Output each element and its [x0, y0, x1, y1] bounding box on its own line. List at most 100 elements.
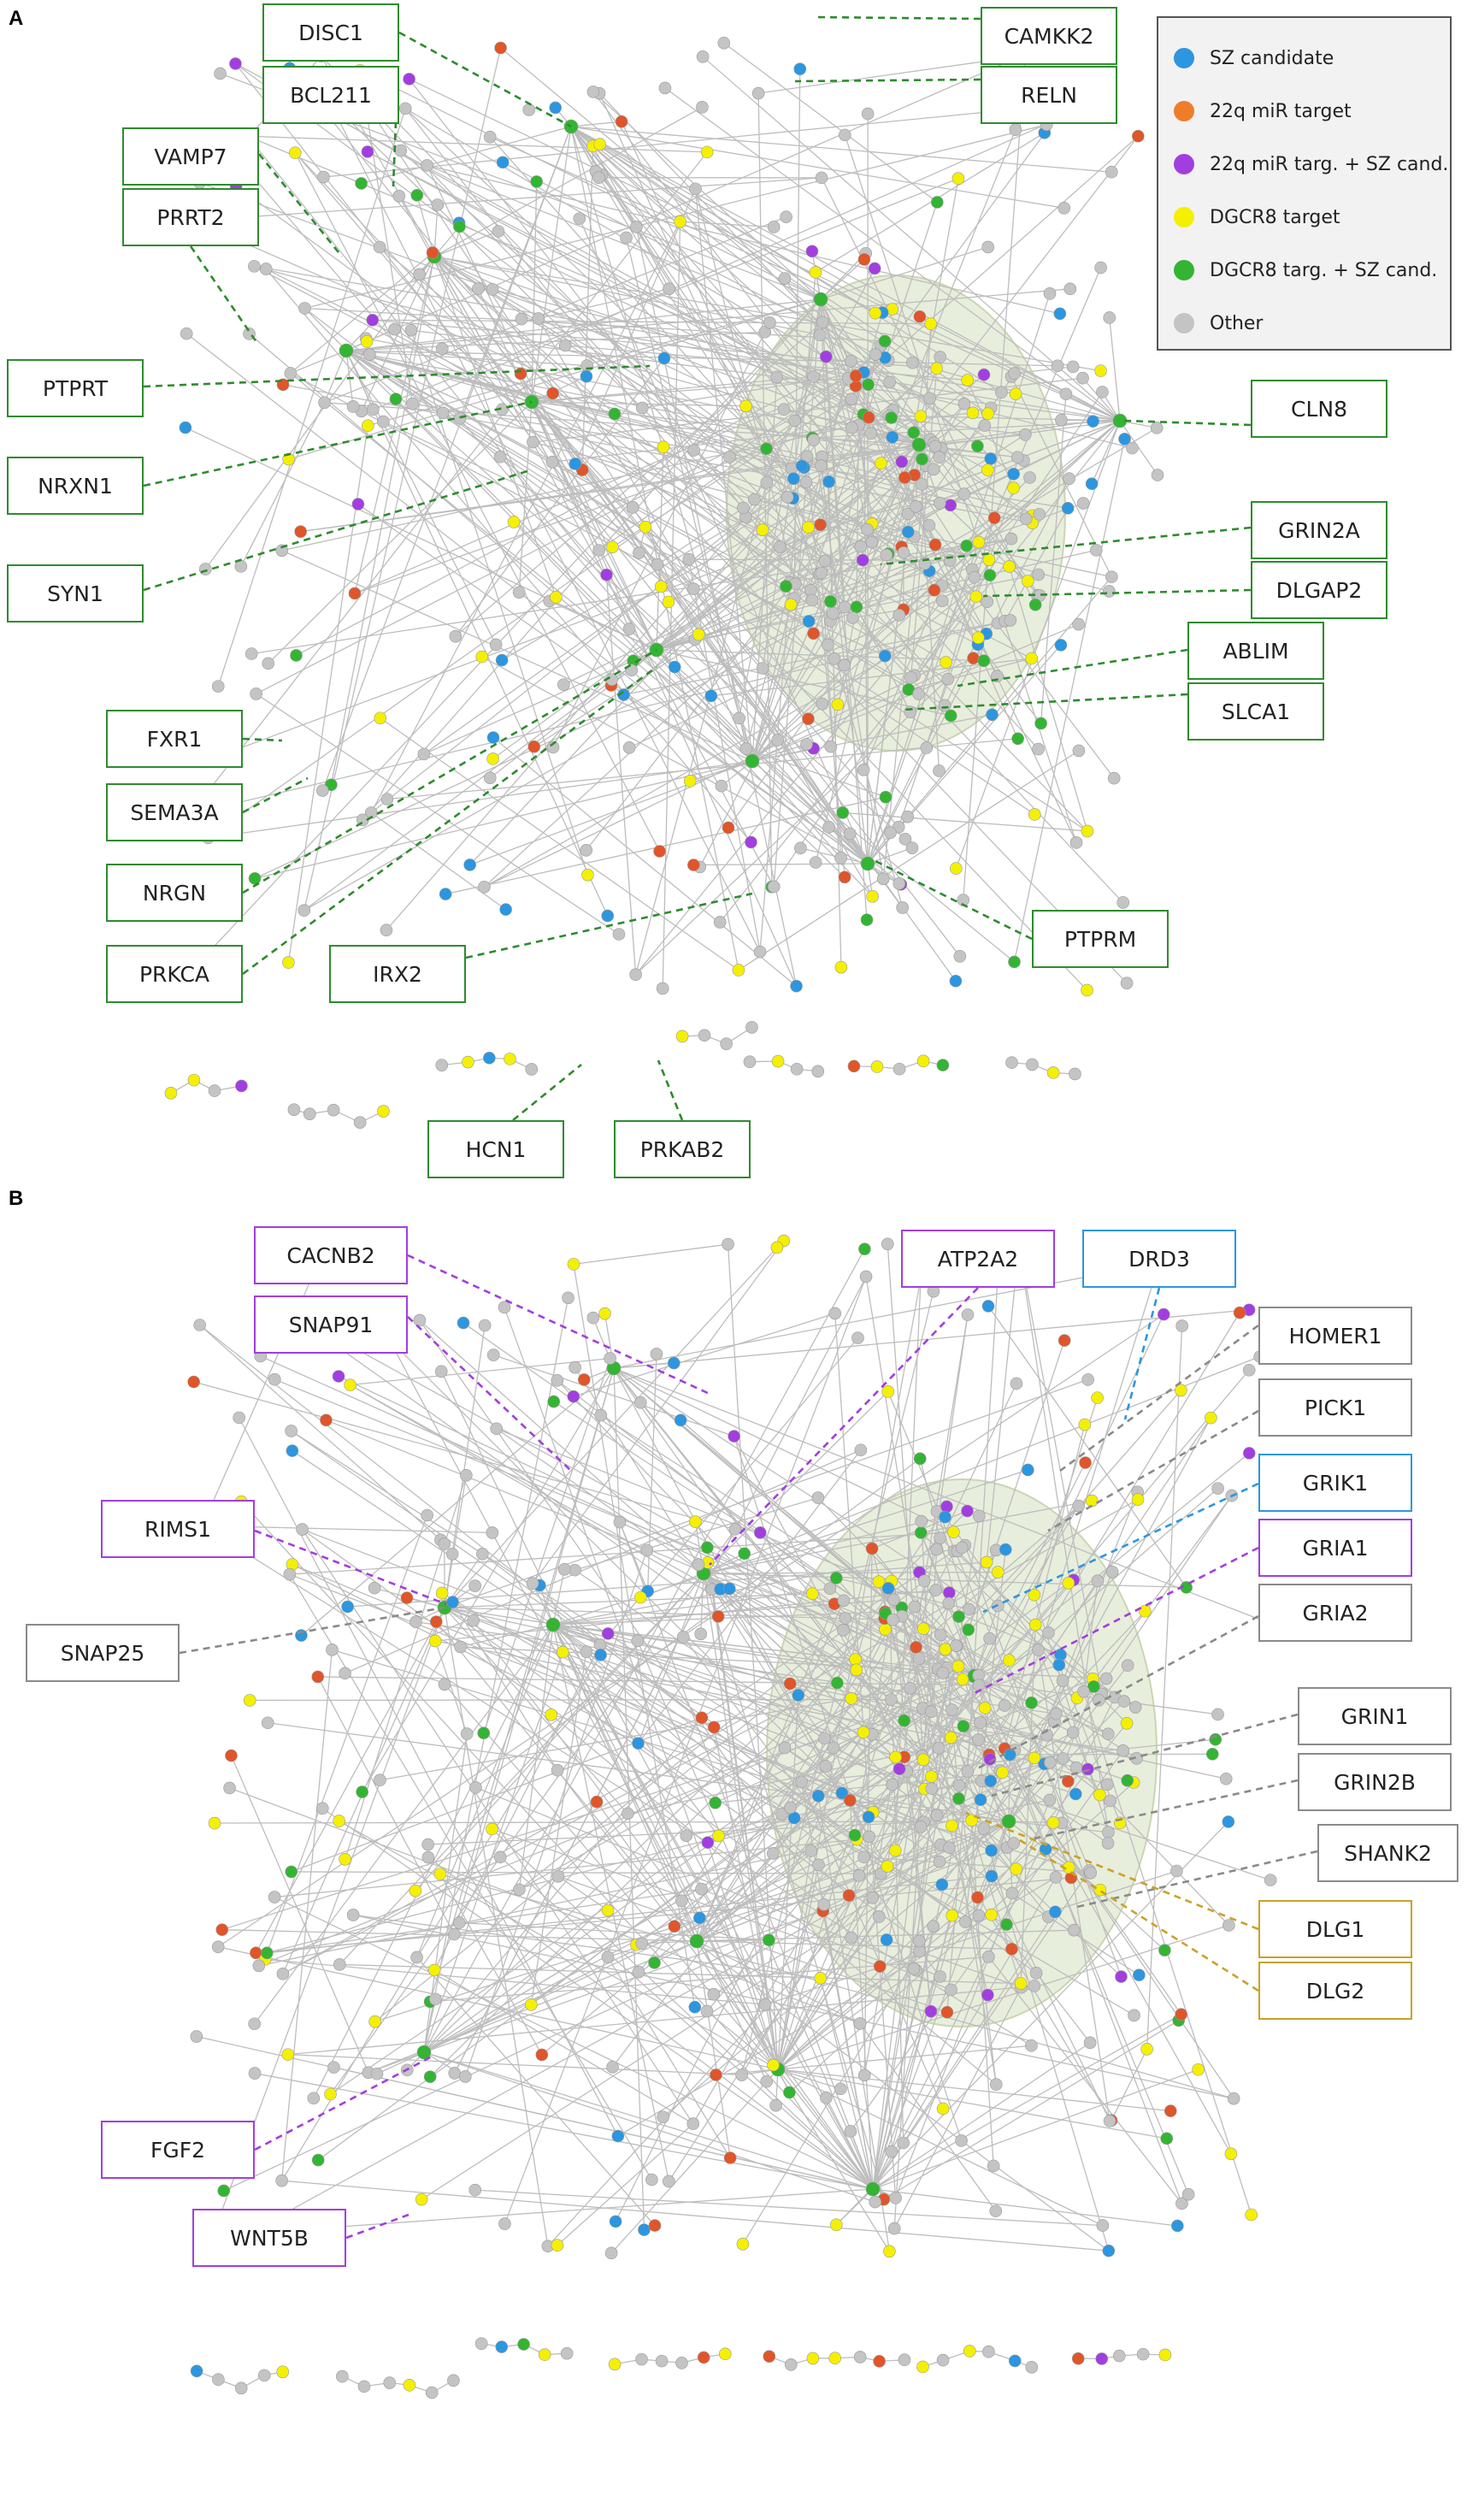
- network-node: [850, 600, 863, 614]
- network-edge: [668, 1776, 932, 2182]
- network-node: [468, 2183, 482, 2197]
- network-node: [244, 647, 258, 660]
- network-edge: [1008, 1665, 1128, 1822]
- network-edge: [345, 350, 1027, 520]
- network-node: [421, 1850, 435, 1864]
- network-node: [1032, 568, 1046, 581]
- network-edge: [656, 549, 1097, 651]
- network-edge: [531, 401, 657, 651]
- network-node: [712, 1829, 725, 1843]
- network-node: [952, 1779, 966, 1792]
- network-node: [429, 1615, 443, 1628]
- network-node: [429, 1992, 442, 2006]
- gene-label-nrxn1: NRXN1: [7, 457, 144, 515]
- network-node: [517, 2338, 530, 2351]
- network-node: [527, 740, 541, 753]
- network-node: [525, 1063, 539, 1076]
- network-node: [1028, 598, 1042, 611]
- network-edge: [281, 1650, 333, 2181]
- network-node: [1103, 311, 1116, 324]
- network-node: [802, 615, 816, 628]
- network-node: [469, 1781, 482, 1794]
- network-edge: [444, 1607, 716, 1803]
- network-node: [902, 525, 915, 539]
- network-node: [187, 1073, 201, 1087]
- nodes-a: [164, 36, 1164, 1129]
- network-node: [873, 2355, 886, 2368]
- network-node: [435, 342, 449, 356]
- network-node: [1056, 1674, 1069, 1687]
- network-node: [248, 2067, 262, 2080]
- network-node: [394, 144, 408, 157]
- network-node: [1264, 1874, 1277, 1886]
- network-node: [1043, 287, 1057, 300]
- network-node: [777, 403, 791, 416]
- network-node: [839, 1612, 852, 1625]
- network-edge: [380, 1687, 910, 1781]
- network-node: [860, 913, 874, 926]
- network-node: [377, 1105, 390, 1118]
- network-node: [780, 210, 792, 224]
- network-node: [439, 888, 452, 900]
- network-node: [829, 2218, 843, 2232]
- network-edge: [1013, 439, 1126, 963]
- network-edge: [613, 1367, 1017, 1870]
- legend-label: DGCR8 target: [1210, 206, 1340, 228]
- network-node: [928, 538, 942, 552]
- network-edge: [832, 354, 876, 614]
- gene-label-grin2b: GRIN2B: [1298, 1753, 1452, 1811]
- network-node: [835, 1786, 849, 1800]
- network-node: [611, 2129, 625, 2143]
- network-edge: [496, 1428, 704, 1574]
- network-node: [881, 1385, 895, 1398]
- network-node: [1025, 1697, 1038, 1709]
- network-edge: [613, 1367, 645, 2230]
- label-connector: [974, 1614, 1259, 1772]
- label-connector: [974, 1546, 1259, 1695]
- network-node: [718, 2347, 732, 2361]
- network-edge: [474, 2189, 1103, 2227]
- network-edge: [359, 69, 822, 300]
- network-edge: [412, 100, 1099, 404]
- network-node: [943, 1841, 956, 1855]
- network-edge: [710, 658, 1032, 697]
- network-node: [368, 1581, 381, 1595]
- network-node: [1044, 1756, 1057, 1769]
- network-node: [904, 705, 917, 718]
- network-node: [869, 2195, 882, 2209]
- network-edge: [638, 1743, 920, 1942]
- network-node: [452, 1916, 466, 1929]
- network-node: [674, 1413, 687, 1427]
- network-node: [745, 753, 760, 769]
- network-edge: [703, 1516, 946, 1574]
- network-node: [546, 387, 559, 400]
- network-node: [315, 1802, 329, 1815]
- network-edge: [552, 1469, 1028, 1626]
- network-edge: [728, 664, 845, 829]
- network-edge: [999, 1732, 1074, 1772]
- network-node: [288, 146, 302, 160]
- network-edge: [759, 272, 816, 953]
- network-node: [914, 1526, 928, 1539]
- network-node: [657, 2110, 669, 2124]
- network-edge: [656, 420, 1121, 651]
- network-node: [834, 2082, 847, 2096]
- network-node: [374, 1773, 386, 1787]
- network-node: [421, 1838, 434, 1851]
- network-node: [955, 2134, 968, 2147]
- network-edge: [703, 1390, 889, 1574]
- network-node: [645, 2173, 658, 2187]
- network-node: [728, 1523, 742, 1536]
- network-edge: [531, 375, 587, 403]
- network-node: [1136, 2347, 1150, 2361]
- network-node: [753, 1526, 767, 1539]
- label-connector: [1123, 1287, 1161, 1420]
- network-node: [360, 335, 374, 348]
- network-node: [592, 171, 605, 184]
- network-node: [1069, 1067, 1081, 1081]
- network-edge: [607, 1956, 731, 2158]
- network-edge: [777, 2069, 841, 2090]
- label-connector: [398, 31, 572, 128]
- network-node: [268, 1372, 281, 1386]
- network-node: [784, 1801, 797, 1815]
